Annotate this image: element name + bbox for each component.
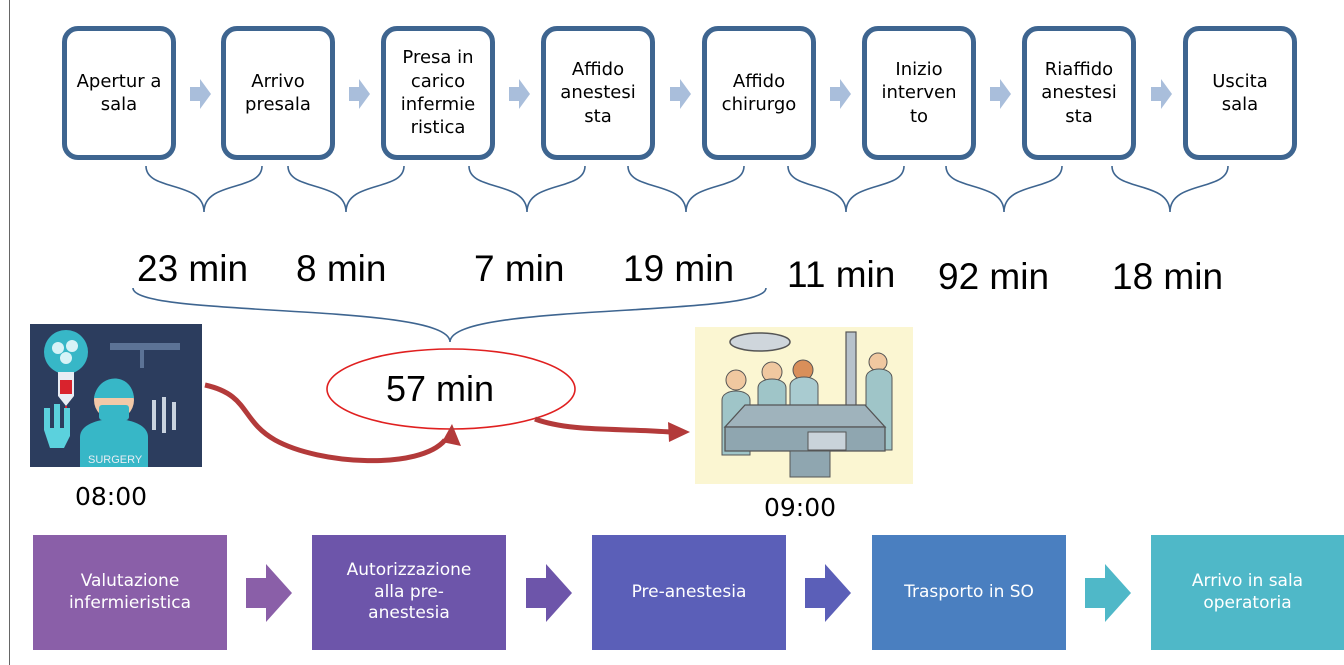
step-affido-chirurgo: Affido chirurgo — [702, 26, 816, 160]
duration-label: 18 min — [1112, 256, 1224, 297]
brace — [287, 165, 405, 213]
brace — [468, 165, 586, 213]
process-arrivo-sala: Arrivo in sala operatoria — [1151, 535, 1344, 650]
step-label: Presa in carico infermie ristica — [400, 47, 476, 139]
process-arrow-icon — [1085, 564, 1131, 622]
duration-label: 8 min — [296, 248, 387, 289]
step-arrow-icon — [830, 79, 851, 109]
total-brace — [132, 287, 767, 343]
process-label: Arrivo in sala operatoria — [1191, 570, 1304, 613]
step-arrivo-presala: Arrivo presala — [221, 26, 335, 160]
end-time: 09:00 — [764, 493, 837, 522]
step-label: Inizio interven to — [881, 58, 957, 127]
step-arrow-icon — [349, 79, 370, 109]
step-label: Riaffido anestesi sta — [1041, 58, 1117, 127]
duration-label: 92 min — [938, 256, 1050, 297]
process-label: Trasporto in SO — [904, 581, 1034, 602]
step-arrow-icon — [1151, 79, 1172, 109]
step-inizio-intervento: Inizio interven to — [862, 26, 976, 160]
arrowhead-icon — [668, 422, 690, 442]
curve-arrow-left — [204, 382, 447, 464]
duration-label: 7 min — [474, 248, 565, 289]
brace — [627, 165, 745, 213]
step-label: Apertur a sala — [76, 70, 162, 115]
process-arrow-icon — [246, 564, 292, 622]
start-time: 08:00 — [75, 482, 148, 511]
total-duration: 57 min — [386, 368, 495, 409]
curve-arrow-right — [534, 416, 671, 435]
slide-frame-edge — [0, 0, 10, 665]
process-autorizzazione: Autorizzazione alla pre-anestesia — [312, 535, 506, 650]
step-arrow-icon — [670, 79, 691, 109]
duration-label: 19 min — [623, 248, 735, 289]
operating-room-clipart — [695, 327, 913, 484]
process-pre-anestesia: Pre-anestesia — [592, 535, 786, 650]
step-label: Affido chirurgo — [721, 70, 797, 115]
process-trasporto: Trasporto in SO — [872, 535, 1066, 650]
brace — [787, 165, 905, 213]
duration-label: 23 min — [137, 248, 249, 289]
process-valutazione: Valutazione infermieristica — [33, 535, 227, 650]
process-label: Valutazione infermieristica — [68, 570, 192, 613]
step-presa-in-carico: Presa in carico infermie ristica — [381, 26, 495, 160]
step-uscita-sala: Uscita sala — [1183, 26, 1297, 160]
step-label: Uscita sala — [1212, 70, 1268, 115]
process-label: Autorizzazione alla pre-anestesia — [346, 559, 472, 624]
step-affido-anestesista: Affido anestesi sta — [541, 26, 655, 160]
surgery-caption: SURGERY — [88, 454, 143, 466]
brace — [145, 165, 263, 213]
step-label: Arrivo presala — [245, 70, 311, 115]
duration-label: 11 min — [787, 254, 896, 295]
step-arrow-icon — [509, 79, 530, 109]
step-arrow-icon — [990, 79, 1011, 109]
surgery-clipart: SURGERY — [30, 324, 202, 467]
step-riaffido-anestesista: Riaffido anestesi sta — [1022, 26, 1136, 160]
process-arrow-icon — [805, 564, 851, 622]
arrowhead-icon — [442, 424, 461, 446]
step-arrow-icon — [190, 79, 211, 109]
process-arrow-icon — [526, 564, 572, 622]
process-label: Pre-anestesia — [631, 581, 747, 602]
brace — [945, 165, 1063, 213]
step-apertura-sala: Apertur a sala — [62, 26, 176, 160]
step-label: Affido anestesi sta — [560, 58, 636, 127]
brace — [1111, 165, 1229, 213]
